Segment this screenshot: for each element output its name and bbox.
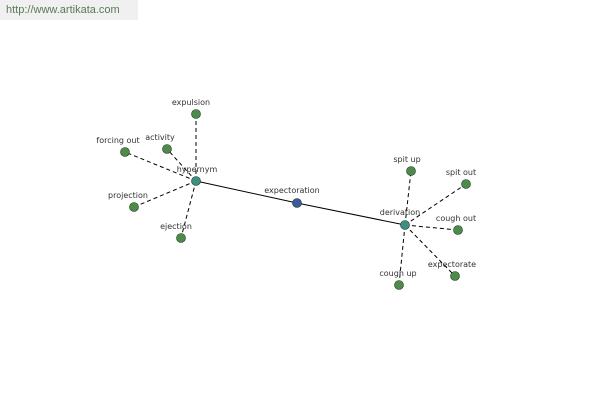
node-spit-out-label[interactable]: spit out bbox=[446, 168, 476, 177]
node-expulsion-label[interactable]: expulsion bbox=[172, 98, 210, 107]
node-expectorate[interactable] bbox=[450, 271, 460, 281]
node-spit-out[interactable] bbox=[461, 179, 471, 189]
node-cough-out-label[interactable]: cough out bbox=[436, 214, 476, 223]
edge-derivation-cough-out bbox=[404, 224, 459, 231]
node-expectoration-label[interactable]: expectoration bbox=[264, 186, 319, 195]
node-hypernym[interactable] bbox=[191, 176, 201, 186]
edge-hypernym-ejection bbox=[180, 180, 197, 239]
node-cough-up[interactable] bbox=[394, 280, 404, 290]
edge-hypernym-forcing-out bbox=[124, 151, 197, 182]
node-expectoration[interactable] bbox=[292, 198, 302, 208]
node-expulsion[interactable] bbox=[191, 109, 201, 119]
node-ejection[interactable] bbox=[176, 233, 186, 243]
node-spit-up[interactable] bbox=[406, 166, 416, 176]
node-activity-label[interactable]: activity bbox=[145, 133, 175, 142]
watermark-url: http://www.artikata.com bbox=[0, 0, 138, 20]
node-expectorate-label[interactable]: expectorate bbox=[428, 260, 476, 269]
node-derivation[interactable] bbox=[400, 220, 410, 230]
edge-expectoration-derivation bbox=[296, 202, 406, 226]
node-projection-label[interactable]: projection bbox=[108, 191, 148, 200]
edge-hypernym-activity bbox=[166, 148, 197, 182]
node-projection[interactable] bbox=[129, 202, 139, 212]
edge-derivation-expectorate bbox=[404, 224, 456, 277]
node-cough-up-label[interactable]: cough up bbox=[379, 269, 416, 278]
edge-derivation-cough-up bbox=[398, 224, 406, 286]
edge-derivation-spit-up bbox=[404, 170, 412, 226]
edge-expectoration-hypernym bbox=[195, 180, 298, 204]
node-ejection-label[interactable]: ejection bbox=[160, 222, 192, 231]
node-spit-up-label[interactable]: spit up bbox=[393, 155, 420, 164]
node-derivation-label[interactable]: derivation bbox=[380, 208, 420, 217]
edge-hypernym-projection bbox=[133, 180, 197, 208]
node-cough-out[interactable] bbox=[453, 225, 463, 235]
node-forcing-out[interactable] bbox=[120, 147, 130, 157]
node-activity[interactable] bbox=[162, 144, 172, 154]
node-forcing-out-label[interactable]: forcing out bbox=[96, 136, 139, 145]
node-hypernym-label[interactable]: hypernym bbox=[177, 165, 218, 174]
edge-derivation-spit-out bbox=[404, 183, 467, 226]
